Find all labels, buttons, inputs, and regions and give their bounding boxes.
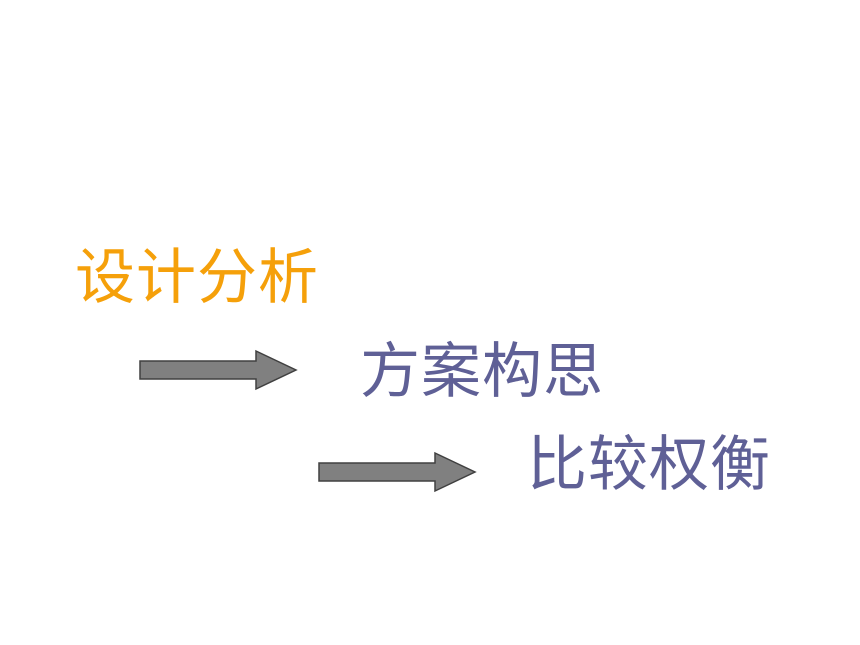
step-compare-tradeoff: 比较权衡 [527,430,771,500]
step-design-analysis: 设计分析 [75,243,319,313]
step-concept-design: 方案构思 [360,337,604,407]
right-arrow-icon [139,349,298,391]
right-arrow-icon [318,451,477,493]
